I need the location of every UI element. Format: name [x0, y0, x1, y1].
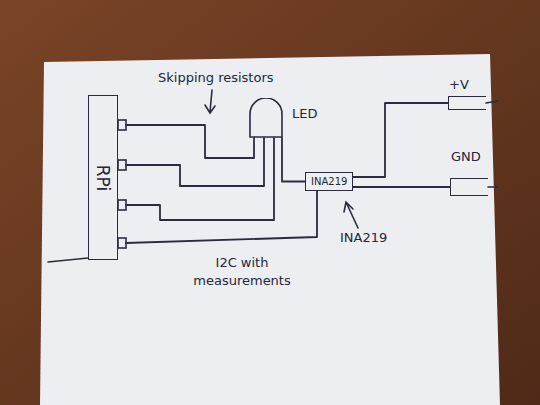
wire [353, 186, 450, 188]
led-symbol: LED [246, 98, 286, 138]
node-label: LED [292, 106, 317, 121]
node-label: GND [451, 149, 481, 164]
pin-header [118, 238, 126, 248]
callout-arrow [344, 202, 358, 228]
wire [486, 101, 498, 187]
wire [282, 138, 305, 182]
ina219-chip: INA219 [305, 172, 353, 191]
wire [353, 103, 448, 177]
rpi-board: RPi [88, 95, 118, 260]
node-label: INA219 [311, 176, 347, 187]
terminal: +V [448, 96, 486, 110]
wire [126, 138, 264, 186]
pin-header [118, 120, 126, 130]
wire [126, 191, 317, 243]
led-outline [246, 98, 286, 138]
wire [126, 138, 274, 220]
edge-label: I2C with measurements [184, 253, 300, 290]
node-label: RPi [93, 164, 113, 190]
wire [48, 258, 88, 262]
paper-sheet [40, 54, 500, 405]
pin-header [118, 200, 126, 210]
annotation: Skipping resistors [158, 70, 274, 85]
terminal: GND [450, 178, 488, 196]
pin-header [118, 160, 126, 170]
callout-label: INA219 [340, 230, 387, 245]
node-label: +V [449, 77, 469, 92]
callout-arrow [205, 90, 215, 113]
wire [126, 125, 254, 158]
